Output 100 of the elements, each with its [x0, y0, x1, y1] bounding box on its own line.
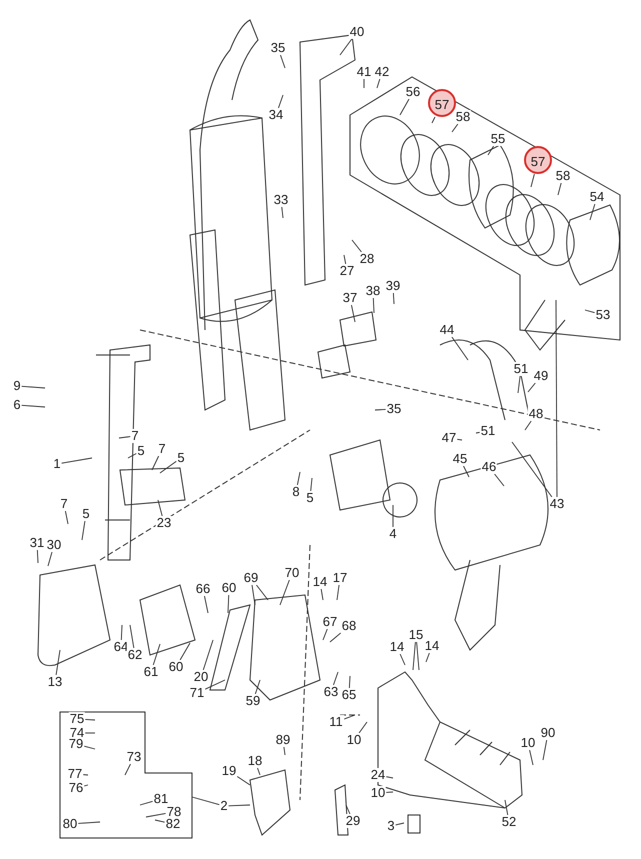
leader-line: [21, 386, 46, 388]
callout-number: 82: [164, 817, 182, 831]
callout-number: 79: [68, 737, 84, 751]
callout-number: 4: [388, 527, 398, 541]
callout-number: 13: [46, 675, 64, 689]
leader-line: [416, 642, 420, 670]
leader-line: [154, 820, 166, 823]
callout-number: 48: [528, 407, 544, 421]
leader-line: [84, 732, 96, 734]
leader-line: [21, 404, 46, 408]
leader-line: [504, 800, 508, 816]
leader-line: [152, 644, 160, 666]
leader-line: [84, 746, 96, 750]
leader-line: [84, 784, 88, 786]
callout-number: 35: [270, 41, 286, 55]
callout-number: 23: [156, 516, 172, 530]
callout-number: 51: [512, 362, 530, 376]
callout-number: 53: [594, 308, 612, 322]
leader-line: [180, 642, 190, 660]
leader-line: [348, 676, 350, 688]
leader-line: [152, 456, 160, 470]
leader-line: [386, 792, 394, 793]
leader-line: [590, 204, 596, 220]
callout-number: 20: [192, 670, 210, 684]
leader-line: [64, 510, 68, 524]
callout-number: 51: [480, 424, 496, 438]
callout-number: 34: [268, 108, 284, 122]
callout-number: 69: [242, 571, 260, 585]
leader-line: [432, 116, 436, 124]
leader-line: [56, 650, 60, 676]
callout-number: 64: [112, 640, 130, 654]
leader-line: [488, 146, 494, 156]
leader-line: [518, 376, 521, 394]
callout-number: 70: [284, 566, 300, 580]
callout-number: 77: [66, 767, 84, 781]
leader-line: [344, 254, 346, 264]
leader-line: [252, 584, 256, 606]
leader-line: [412, 642, 416, 670]
callout-number: 41: [356, 65, 372, 79]
callout-number: 43: [548, 497, 566, 511]
callout-number: 35: [386, 402, 402, 416]
leader-line: [204, 596, 208, 614]
callout-number: 58: [454, 110, 472, 124]
leader-line: [283, 746, 286, 756]
leader-line: [158, 500, 163, 516]
leader-line: [61, 458, 92, 464]
leader-line: [542, 740, 548, 760]
callout-number: 59: [244, 694, 262, 708]
leader-line: [346, 804, 350, 814]
leader-line: [48, 552, 52, 566]
callout-number: 10: [520, 736, 536, 750]
callout-number: 68: [340, 619, 358, 633]
callout-number: 49: [532, 369, 550, 383]
leader-line: [386, 776, 394, 778]
leader-line: [451, 336, 468, 360]
leader-line: [343, 714, 356, 720]
callout-number: 33: [272, 193, 290, 207]
callout-number: 14: [424, 639, 440, 653]
leader-line: [84, 719, 96, 720]
callout-number: 45: [452, 452, 468, 466]
leader-line: [82, 774, 88, 776]
leader-line: [124, 764, 131, 776]
callout-number: 19: [220, 764, 238, 778]
leader-line: [322, 628, 328, 640]
callout-number: 76: [68, 781, 84, 795]
callout-number: 15: [408, 628, 424, 642]
leader-line: [204, 680, 226, 690]
callout-number: 80: [62, 817, 78, 831]
leader-line: [333, 672, 338, 686]
leader-line: [160, 460, 177, 474]
callout-number: 9: [12, 379, 22, 393]
leader-line: [120, 624, 122, 640]
leader-line: [524, 420, 532, 430]
callout-number: 29: [344, 814, 362, 828]
callout-number: 71: [188, 686, 206, 700]
leader-line: [236, 776, 250, 786]
callout-number: 1: [52, 457, 62, 471]
callout-number: 7: [130, 429, 140, 443]
leader-line: [376, 78, 380, 88]
leader-line: [456, 438, 462, 440]
leader-line: [584, 310, 596, 314]
callout-number: 11: [328, 715, 344, 729]
callout-number: 6: [12, 398, 22, 412]
leader-line: [512, 442, 552, 498]
callout-number: 52: [500, 815, 518, 829]
leader-line: [202, 640, 214, 670]
leader-line: [281, 206, 284, 218]
callout-number: 7: [157, 442, 167, 456]
leader-line: [395, 822, 404, 826]
leader-line: [358, 722, 368, 734]
leader-line: [140, 800, 154, 806]
leader-line: [494, 474, 504, 486]
callout-number: 14: [312, 575, 328, 589]
leader-line: [528, 382, 536, 392]
leader-line: [130, 624, 134, 648]
leader-line: [256, 584, 268, 600]
leader-line: [118, 436, 131, 438]
callout-number: 24: [370, 768, 386, 782]
callout-number: 75: [68, 712, 86, 726]
leader-line: [400, 654, 406, 666]
